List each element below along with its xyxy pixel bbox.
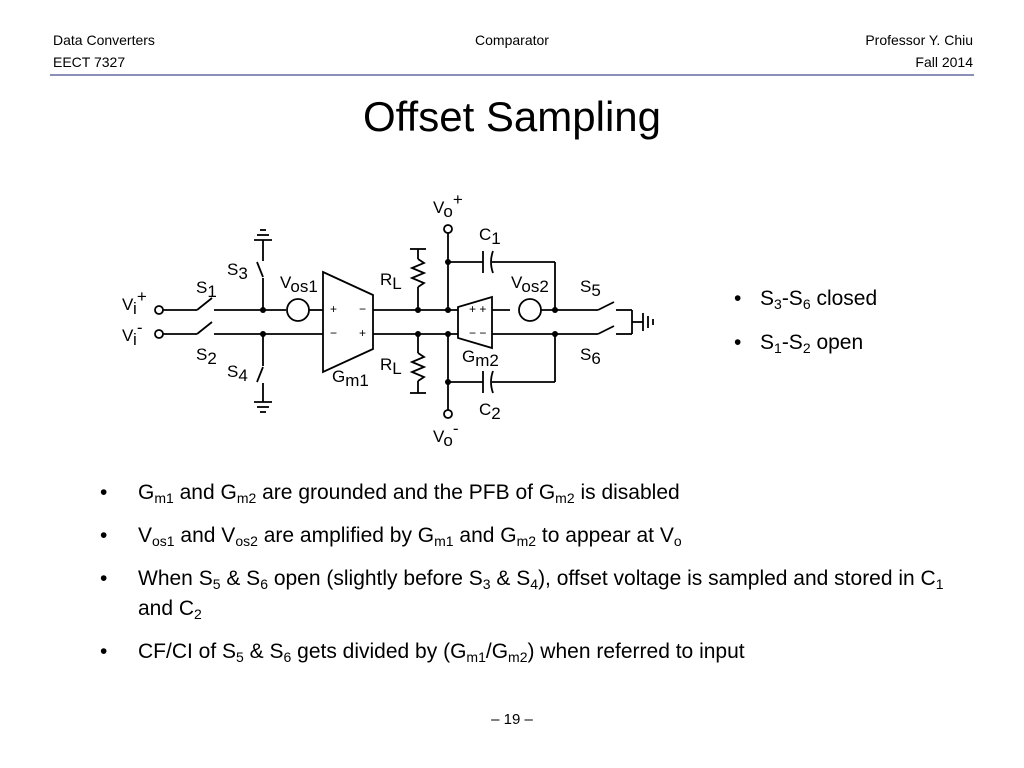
bullet-list: Gm1 and Gm2 are grounded and the PFB of … [100, 478, 960, 680]
gm1-amplifier [322, 270, 374, 374]
bullet-item: When S5 & S6 open (slightly before S3 & … [100, 564, 960, 624]
gm1-plus-top: + [330, 302, 337, 316]
label-vi-minus: Vi- [122, 318, 143, 349]
label-s2: S2 [196, 345, 217, 368]
vo-minus-terminal [443, 409, 453, 419]
bullet-item: Gm1 and Gm2 are grounded and the PFB of … [100, 478, 960, 508]
gm2-minus-signs: − − [469, 326, 486, 340]
vos1-source [286, 298, 310, 322]
label-rl-top: RL [380, 270, 402, 293]
switch-s2 [196, 321, 213, 335]
header-instructor: Professor Y. Chiu Fall 2014 [865, 29, 973, 73]
resistor-rl-bottom [409, 352, 427, 382]
vi-minus-terminal [154, 329, 164, 339]
gm1-minus-top: − [359, 302, 366, 316]
gm2-plus-signs: + + [469, 302, 486, 316]
label-s5: S5 [580, 277, 601, 300]
label-vos2: Vos2 [511, 273, 549, 296]
vi-plus-terminal [154, 305, 164, 315]
bullet-item: Vos1 and Vos2 are amplified by Gm1 and G… [100, 521, 960, 551]
header-course-name: Data Converters [53, 32, 155, 48]
label-vi-plus: Vi+ [122, 287, 147, 318]
gm1-plus-bottom: + [359, 326, 366, 340]
header-divider [50, 74, 974, 76]
header-topic: Comparator [475, 32, 549, 48]
label-vos1: Vos1 [280, 273, 318, 296]
label-s4: S4 [227, 362, 248, 385]
page-number: – 19 – [491, 711, 533, 728]
switch-s1 [196, 297, 213, 311]
vo-plus-terminal [443, 224, 453, 234]
label-vo-minus: Vo- [433, 419, 459, 450]
label-c2: C2 [479, 400, 501, 423]
switch-s6 [597, 325, 615, 335]
label-rl-bottom: RL [380, 355, 402, 378]
label-s6: S6 [580, 345, 601, 368]
label-s3: S3 [227, 260, 248, 283]
header-course-code: EECT 7327 [53, 54, 126, 70]
header-course: Data Converters EECT 7327 [53, 29, 155, 73]
label-vo-plus: Vo+ [433, 190, 463, 221]
switch-state-open: S1-S2 open [728, 328, 877, 372]
label-gm2: Gm2 [462, 347, 499, 370]
switch-state-closed: S3-S6 closed [728, 284, 877, 328]
label-gm1: Gm1 [332, 367, 369, 390]
gm1-minus-bottom: − [330, 326, 337, 340]
resistor-rl-top [409, 258, 427, 288]
junction-dots [260, 259, 558, 385]
switch-state-list: S3-S6 closed S1-S2 open [728, 284, 877, 372]
header-professor: Professor Y. Chiu [865, 32, 973, 48]
switch-s5 [597, 301, 615, 311]
header-term: Fall 2014 [915, 54, 973, 70]
vos2-source [518, 298, 542, 322]
bullet-item: CF/CI of S5 & S6 gets divided by (Gm1/Gm… [100, 637, 960, 667]
label-s1: S1 [196, 278, 217, 301]
label-c1: C1 [479, 225, 501, 248]
slide-title: Offset Sampling [362, 93, 662, 140]
switch-s4 [256, 366, 264, 383]
gm2-amplifier [457, 295, 493, 350]
switch-s3 [256, 261, 264, 278]
